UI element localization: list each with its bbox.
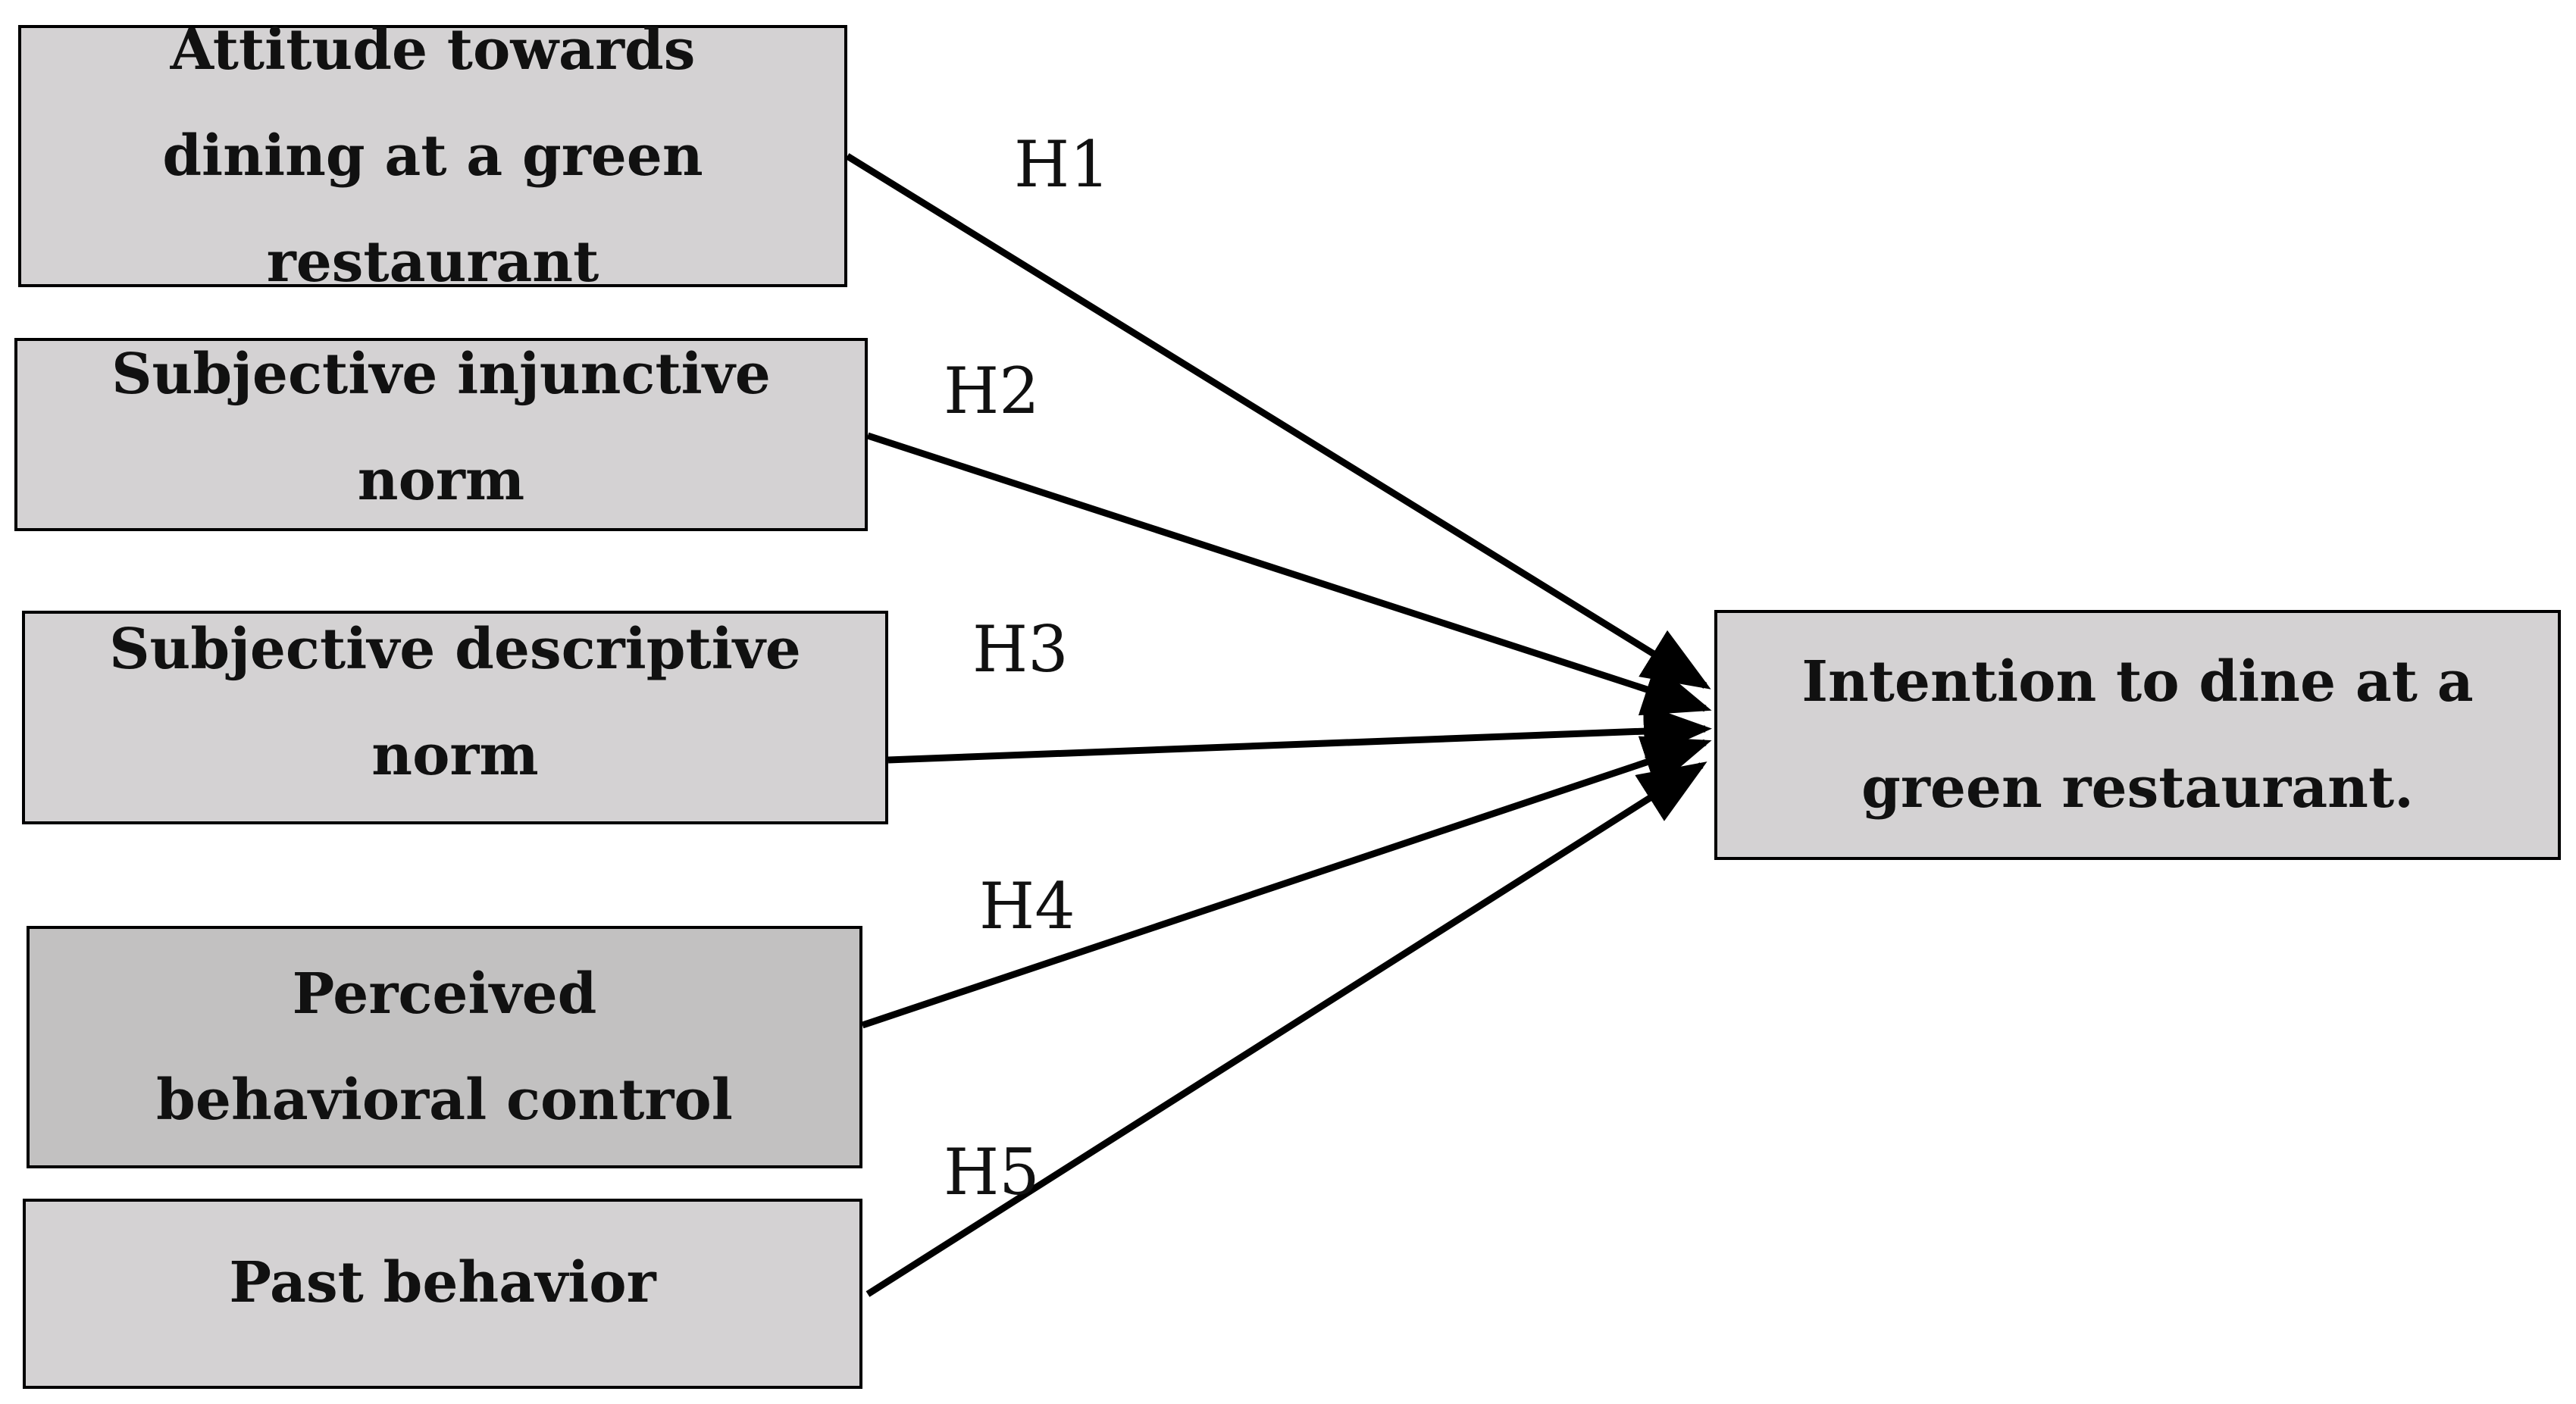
edge-label-h1: H1: [1014, 127, 1110, 202]
node-perceived-control: Perceived behavioral control: [27, 926, 862, 1168]
edge-label-h3: H3: [972, 612, 1069, 686]
node-intention: Intention to dine at a green restaurant.: [1714, 610, 2561, 860]
node-injunctive-norm: Subjective injunctive norm: [14, 338, 868, 531]
arrow-h3: [887, 704, 1712, 764]
edge-label-h4: H4: [979, 869, 1075, 943]
node-attitude-label: Attitude towards dining at a green resta…: [162, 17, 703, 295]
node-perceived-control-label: Perceived behavioral control: [156, 962, 733, 1133]
node-attitude: Attitude towards dining at a green resta…: [18, 17, 847, 295]
node-past-behavior: Past behavior: [23, 1199, 862, 1389]
arrow-h4: [861, 736, 1712, 1029]
node-past-behavior-label: Past behavior: [229, 1249, 656, 1315]
edge-label-h5: H5: [944, 1135, 1040, 1209]
edge-label-h2: H2: [944, 354, 1040, 428]
node-descriptive-norm-label: Subjective descriptive norm: [109, 617, 801, 788]
node-injunctive-norm-label: Subjective injunctive norm: [111, 341, 771, 513]
arrow-h5: [865, 761, 1707, 1297]
arrow-h1: [845, 153, 1711, 689]
node-descriptive-norm: Subjective descriptive norm: [22, 611, 888, 824]
arrow-h2: [866, 432, 1712, 716]
node-intention-label: Intention to dine at a green restaurant.: [1801, 649, 2474, 821]
